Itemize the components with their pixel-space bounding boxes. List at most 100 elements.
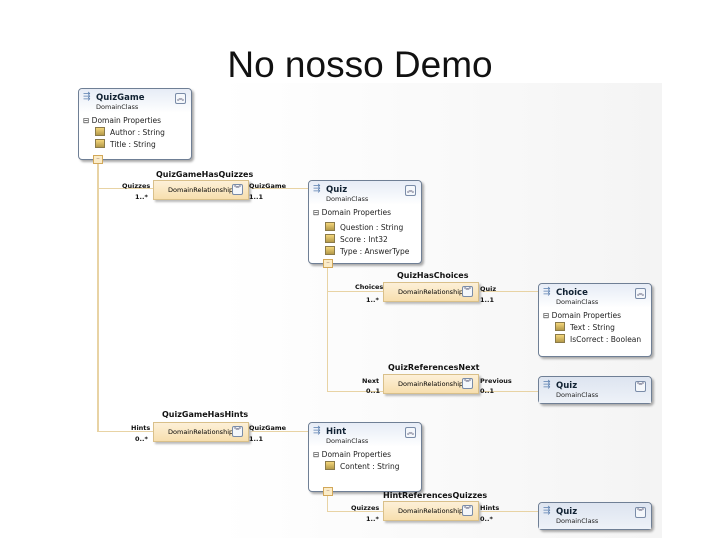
source-multiplicity: 0..* [135,435,148,443]
property-label: Score : Int32 [340,235,388,244]
chevron-up-icon[interactable]: ︽ [635,288,646,299]
target-role: Previous [480,377,512,385]
connector [327,490,328,512]
property[interactable]: Title : String [79,137,191,149]
class-name: Quiz [556,381,578,391]
section-domain-properties[interactable]: ⊟ Domain Properties [313,208,392,217]
collapse-handle[interactable]: – [323,259,333,268]
class-quiz[interactable]: ⇶ Quiz DomainClass ︽ ⊟ Domain Properties… [308,180,422,268]
domain-class-icon: ⇶ [83,92,91,102]
domain-class-icon: ⇶ [313,184,321,194]
domain-class-icon: ⇶ [543,380,551,390]
property-icon [325,246,335,255]
property[interactable]: Text : String [539,320,651,332]
property-icon [325,461,335,470]
domain-class-icon: ⇶ [543,506,551,516]
class-quizgame[interactable]: ⇶ QuizGame DomainClass ︽ ⊟ Domain Proper… [78,88,192,164]
target-multiplicity: 0..* [480,515,493,523]
relationship-name: HintReferencesQuizzes [383,491,488,500]
section-domain-properties[interactable]: ⊟ Domain Properties [83,116,162,125]
relationship-name: QuizGameHasQuizzes [156,170,254,179]
chevron-up-icon[interactable]: ︽ [175,93,186,104]
relationship-name: QuizReferencesNext [388,363,480,372]
class-type: DomainClass [556,517,599,525]
chevron-down-icon[interactable]: ︾ [232,426,243,437]
relationship-quizreferencesnext[interactable]: DomainRelationship︾ [383,374,479,394]
relationship-name: QuizHasChoices [397,271,469,280]
property-label: Question : String [340,223,404,232]
chevron-up-icon[interactable]: ︽ [405,185,416,196]
domain-class-icon: ⇶ [543,287,551,297]
relationship-type: DomainRelationship [398,288,464,296]
connector [327,262,328,392]
class-quiz-collapsed[interactable]: ⇶ Quiz DomainClass ︾ [538,502,652,530]
source-multiplicity: 1..* [135,193,148,201]
class-type: DomainClass [326,195,369,203]
property[interactable]: IsCorrect : Boolean [539,332,651,344]
chevron-down-icon[interactable]: ︾ [635,381,646,392]
target-role: QuizGame [249,182,287,190]
relationship-quizhaschoices[interactable]: DomainRelationship︾ [383,282,479,302]
chevron-down-icon[interactable]: ︾ [232,184,243,195]
target-role: Quiz [480,285,497,293]
class-name: Hint [326,427,347,437]
source-multiplicity: 1..* [366,515,379,523]
class-type: DomainClass [326,437,369,445]
relationship-name: QuizGameHasHints [162,410,249,419]
relationship-quizgamehasquizzes[interactable]: DomainRelationship︾ [153,180,249,200]
target-multiplicity: 1..1 [249,435,263,443]
source-multiplicity: 1..* [366,296,379,304]
property[interactable]: Score : Int32 [309,232,421,244]
class-type: DomainClass [96,103,139,111]
property-label: Type : AnswerType [340,247,410,256]
class-type: DomainClass [556,391,599,399]
property[interactable]: Type : AnswerType [309,244,421,256]
collapse-handle[interactable]: – [323,487,333,496]
property-icon [555,334,565,343]
property-label: Content : String [340,462,400,471]
class-name: Choice [556,288,588,298]
property[interactable]: Question : String [309,217,421,232]
property-label: IsCorrect : Boolean [570,335,642,344]
target-multiplicity: 0..1 [480,387,494,395]
property-icon [95,127,105,136]
property[interactable]: Content : String [309,459,421,471]
property-label: Title : String [110,140,156,149]
class-name: QuizGame [96,93,145,103]
property-icon [325,234,335,243]
section-label: Domain Properties [321,208,392,217]
property-icon [325,222,335,231]
source-multiplicity: 0..1 [366,387,380,395]
property-label: Author : String [110,128,165,137]
property-icon [95,139,105,148]
section-label: Domain Properties [321,450,392,459]
relationship-type: DomainRelationship [168,428,234,436]
class-type: DomainClass [556,298,599,306]
domain-class-icon: ⇶ [313,426,321,436]
class-name: Quiz [326,185,348,195]
relationship-hintreferencesquizzes[interactable]: DomainRelationship︾ [383,501,479,521]
collapse-handle[interactable]: – [93,155,103,164]
section-label: Domain Properties [551,311,622,320]
source-role: Hints [131,424,151,432]
relationship-type: DomainRelationship [168,186,234,194]
chevron-down-icon[interactable]: ︾ [462,378,473,389]
slide-title: No nosso Demo [227,44,493,85]
relationship-type: DomainRelationship [398,380,464,388]
target-multiplicity: 1..1 [249,193,263,201]
target-role: QuizGame [249,424,287,432]
class-quiz-collapsed[interactable]: ⇶ Quiz DomainClass ︾ [538,376,652,404]
property[interactable]: Author : String [79,125,191,137]
chevron-down-icon[interactable]: ︾ [635,507,646,518]
chevron-down-icon[interactable]: ︾ [462,505,473,516]
source-role: Quizzes [122,182,151,190]
class-hint[interactable]: ⇶ Hint DomainClass ︽ ⊟ Domain Properties… [308,422,422,496]
source-role: Next [362,377,380,385]
chevron-up-icon[interactable]: ︽ [405,427,416,438]
class-choice[interactable]: ⇶ Choice DomainClass ︽ ⊟ Domain Properti… [538,283,652,357]
target-multiplicity: 1..1 [480,296,494,304]
chevron-down-icon[interactable]: ︾ [462,286,473,297]
section-domain-properties[interactable]: ⊟ Domain Properties [313,450,392,459]
relationship-quizgamehashints[interactable]: DomainRelationship︾ [153,422,249,442]
section-domain-properties[interactable]: ⊟ Domain Properties [543,311,622,320]
